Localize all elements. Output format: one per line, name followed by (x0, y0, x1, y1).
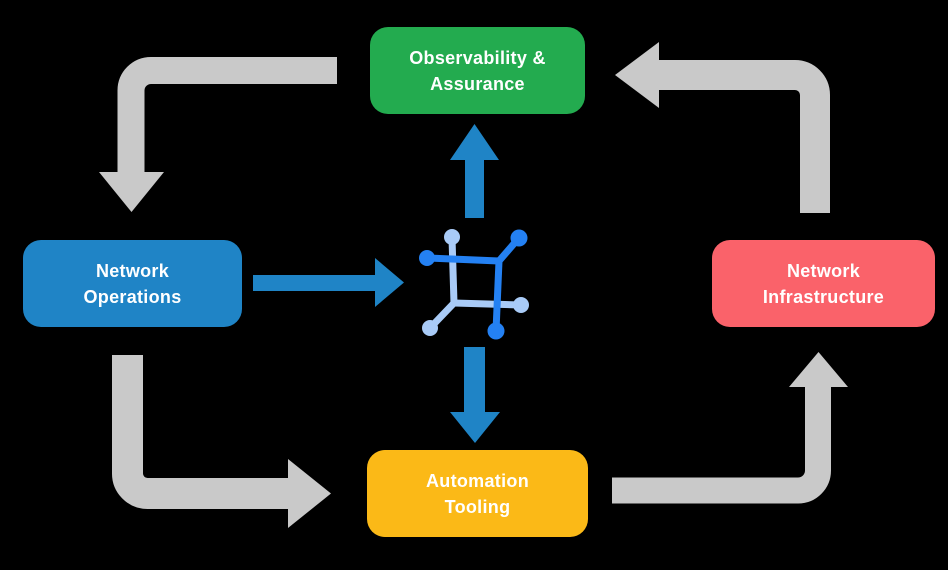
flow-arrowhead-up-icon (789, 352, 848, 387)
arrow-up-icon (450, 124, 499, 218)
node-label-line: Automation (426, 470, 529, 491)
arrow-right-icon (253, 258, 404, 307)
flow-arrow-shaft (659, 60, 830, 213)
flow-arrow-shaft (117, 57, 337, 173)
node-network-operations: Network Operations (23, 240, 242, 327)
flow-arrowhead-right-icon (288, 459, 331, 528)
node-observability-assurance: Observability & Assurance (370, 27, 585, 114)
arrow-down-icon (450, 347, 500, 443)
node-network-infrastructure: Network Infrastructure (712, 240, 935, 327)
flow-arrowhead-left-icon (615, 42, 659, 108)
node-label-line: Tooling (444, 496, 511, 517)
icon-light-nodes (422, 229, 529, 336)
network-automation-icon (419, 229, 529, 340)
flow-arrow-shaft (112, 355, 288, 509)
node-label-line: Assurance (430, 73, 525, 94)
icon-dark-nodes (419, 229, 528, 340)
node-label-line: Operations (83, 286, 182, 307)
node-label-line: Network (95, 260, 170, 281)
node-label-line: Observability & (409, 47, 546, 68)
node-label-line: Network (786, 260, 861, 281)
flow-arrowhead-down-icon (99, 172, 164, 212)
flow-arrow-shaft (612, 387, 831, 504)
node-automation-tooling: Automation Tooling (367, 450, 588, 537)
node-label-line: Infrastructure (762, 286, 885, 307)
